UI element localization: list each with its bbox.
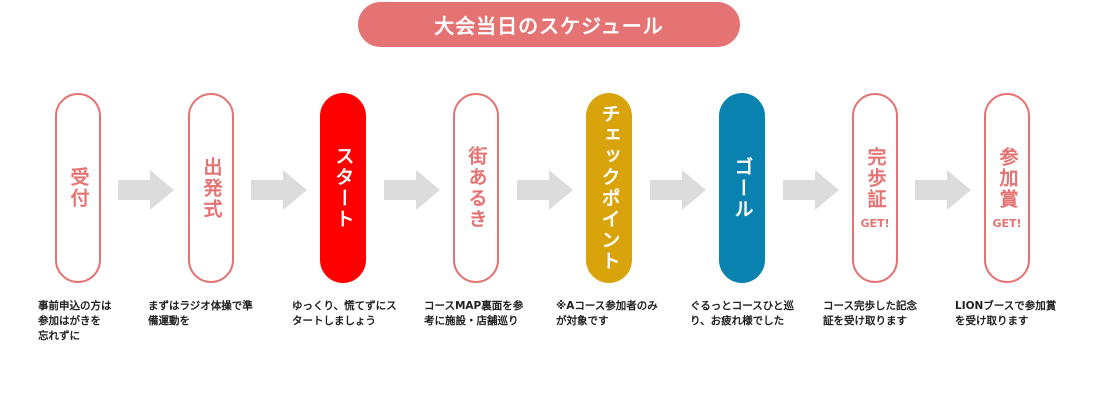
step-description: 事前申込の方は 参加はがきを 忘れずに [38,300,112,342]
step-label: チェックポイント [598,104,621,272]
arrow-icon [650,170,706,210]
step-description: ぐるっとコースひと巡 り、お疲れ様でした [690,300,794,327]
step-sub-label: GET! [860,217,890,230]
step-label: 街あるき [465,146,488,230]
arrow-icon [915,170,971,210]
step-description: ※Aコース参加者のみ が対象です [556,300,658,327]
step-label: 完歩証 [864,147,887,210]
step-pill-town-walk: 街あるき [453,93,499,283]
step-description: コースMAP裏面を参 考に施設・店舗巡り [424,300,524,327]
step-label: 参加賞 [996,147,1019,210]
step-pill-start: スタート [320,93,366,283]
arrow-icon [118,170,174,210]
step-description: コース完歩した記念 証を受け取ります [823,300,917,327]
step-sub-label: GET! [992,217,1022,230]
arrow-icon [783,170,839,210]
step-label: 出発式 [200,156,223,220]
arrow-icon [384,170,440,210]
step-pill-completion-certificate: 完歩証 GET! [852,93,898,283]
step-pill-participation-prize: 参加賞 GET! [984,93,1030,283]
step-description: まずはラジオ体操で準 備運動を [148,300,253,327]
step-pill-checkpoint: チェックポイント [586,93,632,283]
step-pill-reception: 受付 [55,93,101,283]
step-label: スタート [332,146,355,230]
step-description: ゆっくり、慌てずにス タートしましょう [292,300,397,327]
arrow-icon [251,170,307,210]
step-description: LIONブースで参加賞 を受け取ります [955,300,1057,327]
schedule-title: 大会当日のスケジュール [358,2,740,47]
step-pill-opening-ceremony: 出発式 [188,93,234,283]
step-pill-goal: ゴール [719,93,765,283]
step-label: ゴール [731,156,754,220]
arrow-icon [517,170,573,210]
step-label: 受付 [67,167,90,209]
